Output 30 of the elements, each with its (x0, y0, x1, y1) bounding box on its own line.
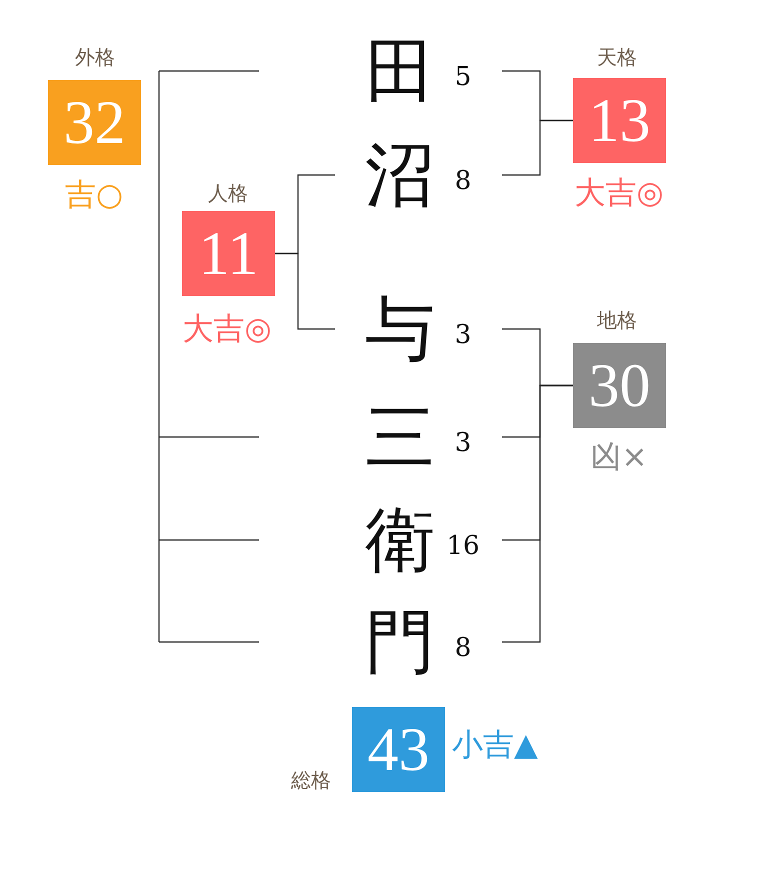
score-label: 外格 (75, 45, 115, 69)
score-tile: 32 (48, 80, 141, 165)
score-tile: 13 (573, 78, 666, 163)
name-character: 沼 (365, 139, 435, 211)
stroke-count: 3 (454, 428, 472, 458)
stroke-count: 5 (454, 62, 472, 92)
score-tile: 30 (573, 343, 666, 428)
fortune-rating: 小吉▲ (452, 727, 538, 763)
name-character: 衛 (365, 504, 435, 576)
name-character: 門 (365, 606, 435, 678)
stroke-count: 8 (454, 166, 472, 196)
connector-line (502, 384, 573, 643)
score-tile: 11 (182, 211, 275, 296)
connector-line (275, 252, 335, 330)
score-label: 総格 (291, 768, 331, 792)
score-label: 天格 (597, 45, 637, 69)
connector-line (502, 120, 573, 176)
score-label: 人格 (208, 181, 248, 205)
name-character: 三 (365, 401, 435, 473)
stroke-count: 16 (446, 531, 480, 561)
fortune-rating: 大吉◎ (182, 311, 272, 347)
name-character: 与 (365, 293, 435, 365)
name-character: 田 (365, 35, 435, 107)
fortune-rating: 大吉◎ (574, 175, 664, 211)
stroke-count: 8 (454, 633, 472, 663)
score-tile: 43 (352, 707, 445, 792)
fortune-rating: 凶× (590, 439, 648, 475)
score-label: 地格 (597, 308, 637, 332)
stroke-count: 3 (454, 320, 472, 350)
fortune-rating: 吉○ (64, 177, 124, 213)
